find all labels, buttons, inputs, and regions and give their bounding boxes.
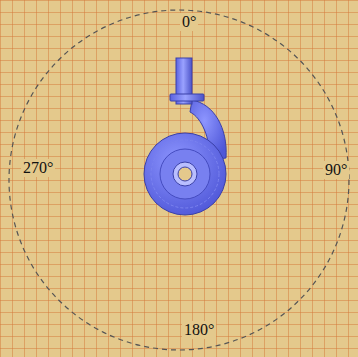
angle-label: 0° (180, 13, 198, 31)
angle-label: 180° (182, 321, 216, 339)
angle-label: 270° (21, 159, 55, 177)
angle-label: 90° (323, 161, 349, 179)
dashed-circle (9, 10, 349, 350)
pump-volute (144, 58, 226, 215)
